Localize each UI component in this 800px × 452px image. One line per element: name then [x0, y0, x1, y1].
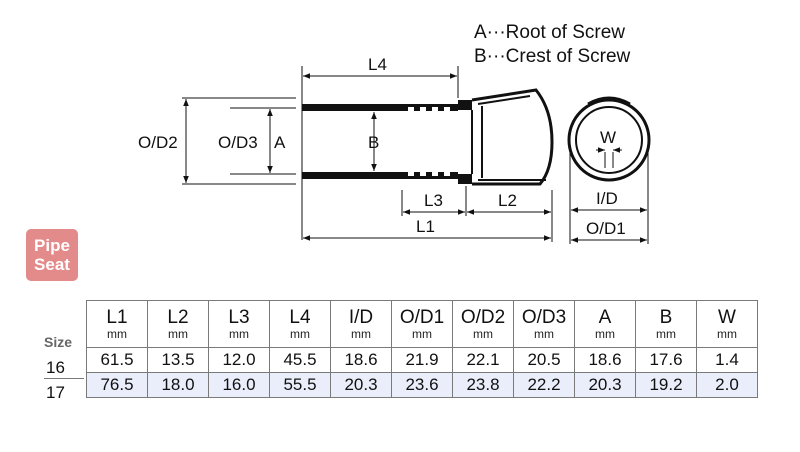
legend-root-of-screw: A···Root of Screw: [474, 22, 625, 43]
cell: 21.9: [391, 347, 453, 373]
label-l3: L3: [424, 191, 443, 210]
cell: 22.2: [513, 372, 575, 398]
end-view: [567, 96, 651, 244]
cell: 16.0: [208, 372, 270, 398]
badge-line-2: Seat: [34, 255, 70, 274]
cell: 23.6: [391, 372, 453, 398]
size-header: Size: [44, 334, 73, 350]
cell: 20.3: [330, 372, 392, 398]
cell: 19.2: [635, 372, 697, 398]
label-od3: O/D3: [218, 133, 258, 152]
pipe-seat-drawing: L4 L3 L2 L1 O/D2 O/D3 A B W I/D O/D1: [138, 55, 651, 244]
cell: 20.5: [513, 347, 575, 373]
cell: 45.5: [269, 347, 331, 373]
row-divider: [44, 378, 84, 379]
seat-cap: [471, 88, 554, 186]
cell: 18.6: [574, 347, 636, 373]
cell: 1.4: [696, 347, 758, 373]
cell: 23.8: [452, 372, 514, 398]
label-w: W: [600, 128, 616, 147]
pipe-body: [302, 100, 473, 184]
cell: 18.0: [147, 372, 209, 398]
cell: 22.1: [452, 347, 514, 373]
label-a: A: [274, 133, 286, 152]
legend-crest-of-screw: B···Crest of Screw: [474, 46, 631, 67]
label-l2: L2: [498, 191, 517, 210]
cell: 20.3: [574, 372, 636, 398]
label-l1: L1: [416, 217, 435, 236]
cell: 18.6: [330, 347, 392, 373]
cell: 2.0: [696, 372, 758, 398]
label-od1: O/D1: [586, 219, 626, 238]
label-od2: O/D2: [138, 133, 178, 152]
table-row: 61.5 13.5 12.0 45.5 18.6 21.9 22.1 20.5 …: [86, 347, 758, 373]
cell: 76.5: [86, 372, 148, 398]
label-b: B: [368, 133, 379, 152]
badge-line-1: Pipe: [34, 236, 70, 255]
table-row: 76.5 18.0 16.0 55.5 20.3 23.6 23.8 22.2 …: [86, 372, 758, 398]
size-16-label: 16: [46, 358, 65, 377]
label-id: I/D: [596, 189, 618, 208]
label-l4: L4: [368, 55, 387, 74]
cell: 17.6: [635, 347, 697, 373]
size-17-label: 17: [46, 383, 65, 402]
cell: 13.5: [147, 347, 209, 373]
cell: 61.5: [86, 347, 148, 373]
cell: 12.0: [208, 347, 270, 373]
pipe-seat-badge: Pipe Seat: [26, 229, 78, 281]
cell: 55.5: [269, 372, 331, 398]
